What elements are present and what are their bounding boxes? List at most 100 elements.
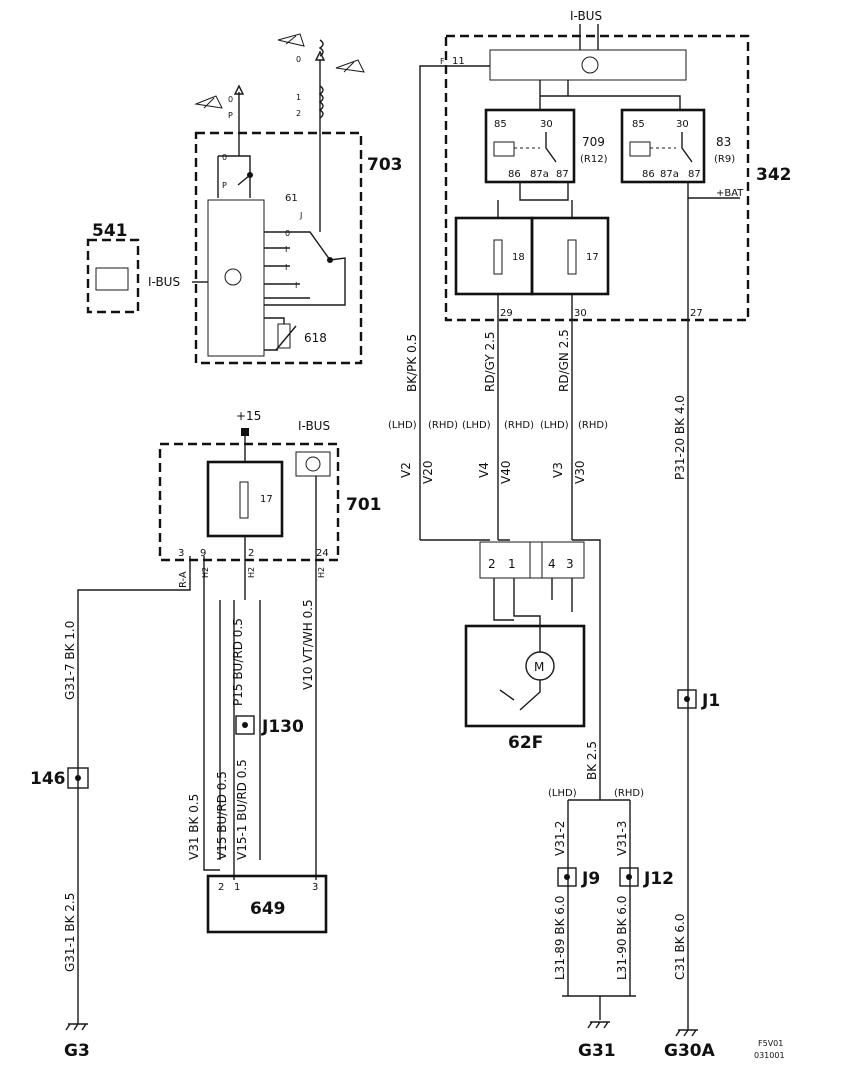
wire-p31-20-label: P31-20 BK 4.0 bbox=[673, 395, 687, 480]
wire-v20-label: V20 bbox=[421, 461, 435, 484]
ibus-top-wires bbox=[579, 24, 599, 50]
wire-v31-2-label: V31-2 bbox=[553, 821, 567, 856]
relay-83-coil bbox=[629, 141, 651, 157]
rhd-label-2: (RHD) bbox=[504, 420, 534, 431]
j12-label: J12 bbox=[643, 869, 674, 889]
g31-branch: (LHD) (RHD) V31-2 V31-3 J9 J12 L31-89 BK… bbox=[548, 788, 716, 1061]
relay-709-pin-85: 85 bbox=[494, 119, 507, 130]
ibus-701-label: I-BUS bbox=[298, 419, 330, 433]
j1-box bbox=[677, 689, 697, 709]
fuse-17-box bbox=[530, 216, 610, 296]
unit-649-box bbox=[206, 874, 328, 934]
g3-ground-icon bbox=[65, 1023, 88, 1031]
wiper-pos-2-label: 2 bbox=[296, 109, 301, 118]
relay-83 bbox=[620, 108, 706, 184]
relay-83-pin-87a: 87a bbox=[660, 169, 679, 180]
front-wiper-icon bbox=[277, 33, 305, 47]
fuse-18-label: 18 bbox=[512, 252, 525, 263]
coil-symbol bbox=[318, 39, 324, 119]
ibus-541-label: I-BUS bbox=[148, 275, 180, 289]
j9-dot bbox=[564, 874, 570, 880]
arrow-up-icon bbox=[233, 84, 245, 95]
component-701-boundary bbox=[158, 442, 340, 562]
relay-83-contact bbox=[681, 132, 693, 163]
lhd-label-2: (LHD) bbox=[462, 420, 491, 431]
pin-f11-prefix: F bbox=[440, 57, 445, 66]
wire-bk-pk bbox=[419, 65, 490, 540]
relay-709-sublabel: (R12) bbox=[580, 154, 608, 165]
switch-61-pivot bbox=[327, 257, 333, 263]
wire-rd-gn-label: RD/GN 2.5 bbox=[557, 329, 571, 392]
relay-709-coil bbox=[493, 141, 515, 157]
motor-62f-box bbox=[464, 624, 586, 728]
control-module bbox=[489, 49, 687, 81]
wire-v15-1-label: V15-1 BU/RD 0.5 bbox=[235, 759, 249, 860]
motor-62f: 2 1 4 3 M 62F BK 2.5 bbox=[420, 539, 601, 800]
relay-83-pin-87: 87 bbox=[688, 169, 701, 180]
pin-h24: 24 bbox=[316, 548, 329, 559]
j1-label: J1 bbox=[701, 691, 720, 711]
wiper-pos-0-label: 0 bbox=[228, 95, 233, 104]
pin-649-1: 1 bbox=[234, 882, 240, 893]
pin-649-3: 3 bbox=[312, 882, 318, 893]
rhd-label-1: (RHD) bbox=[428, 420, 458, 431]
relay-83-pin-85: 85 bbox=[632, 119, 645, 130]
fuse-17-701-icon bbox=[239, 481, 249, 519]
wire-l31-89-label: L31-89 BK 6.0 bbox=[553, 896, 567, 980]
rhd-label-3: (RHD) bbox=[578, 420, 608, 431]
relay-83-pin-86: 86 bbox=[642, 169, 655, 180]
fuse-18-icon bbox=[493, 239, 503, 275]
fuse-wiring bbox=[497, 200, 573, 330]
pin-649-2: 2 bbox=[218, 882, 224, 893]
g30a-ground-icon bbox=[675, 1029, 698, 1037]
pos-0b-label: 0 bbox=[285, 229, 290, 238]
fuse-17-icon bbox=[567, 239, 577, 275]
relay-709-pin-30: 30 bbox=[540, 119, 553, 130]
component-618-label: 618 bbox=[304, 331, 327, 345]
wire-v10-label: V10 VT/WH 0.5 bbox=[301, 599, 315, 690]
wire-g31-1-label: G31-1 BK 2.5 bbox=[63, 893, 77, 972]
pin-f11: 11 bbox=[452, 56, 465, 67]
splice-146-dot bbox=[75, 775, 81, 781]
j130-dot bbox=[242, 722, 248, 728]
conn-pin-4: 4 bbox=[548, 557, 556, 571]
fuse-17-701-label: 17 bbox=[260, 494, 273, 505]
pin-h3: 3 bbox=[178, 548, 184, 559]
wiper-pos-0c-label: 0 bbox=[296, 55, 301, 64]
relay-709-pin-86: 86 bbox=[508, 169, 521, 180]
unit-649: P15 BU/RD 0.5 V10 VT/WH 0.5 J130 V31 BK … bbox=[187, 599, 328, 934]
relay-83-pin-30: 30 bbox=[676, 119, 689, 130]
pin-h2-prefix-a: H2 bbox=[201, 567, 210, 578]
motor-wiring bbox=[493, 578, 573, 711]
j9-box bbox=[557, 867, 577, 887]
wire-v40-label: V40 bbox=[499, 461, 513, 484]
relay-internal-wiring bbox=[519, 80, 740, 201]
wire-v30-label: V30 bbox=[573, 461, 587, 484]
conn-pin-2: 2 bbox=[488, 557, 496, 571]
wiper-pos-1-label: 1 bbox=[296, 93, 301, 102]
connector-dividers bbox=[529, 542, 543, 578]
gauge-icon bbox=[95, 267, 129, 291]
pos-i-label: I bbox=[285, 245, 287, 254]
component-342-boundary bbox=[444, 34, 750, 322]
relay-709-contact bbox=[545, 132, 557, 163]
j12-box bbox=[619, 867, 639, 887]
doc-code-1: F5V01 bbox=[758, 1039, 783, 1048]
plus15-terminal bbox=[241, 428, 249, 436]
left-ground-wires: G31-7 BK 1.0 146 G31-1 BK 2.5 G3 bbox=[30, 621, 90, 1061]
relay-709-pin-87a: 87a bbox=[530, 169, 549, 180]
module-701: 701 17 +15 I-BUS 3 9 2 24 R-A H2 H2 H2 bbox=[77, 409, 382, 1024]
module-701-wiring bbox=[77, 436, 317, 1024]
module-logic-icon-3 bbox=[305, 456, 321, 472]
wire-v3-label: V3 bbox=[551, 462, 565, 478]
motor-feed-wires bbox=[420, 539, 601, 800]
relay-709-pin-87: 87 bbox=[556, 169, 569, 180]
wire-bk-pk-label: BK/PK 0.5 bbox=[405, 334, 419, 392]
rhd-label-4: (RHD) bbox=[614, 788, 644, 799]
g30a-label: G30A bbox=[664, 1041, 716, 1061]
wiper-pos-p-label: P bbox=[228, 111, 233, 120]
j12-dot bbox=[626, 874, 632, 880]
wire-v4-label: V4 bbox=[477, 462, 491, 478]
fuse-17-label: 17 bbox=[586, 252, 599, 263]
splice-146-label: 146 bbox=[30, 769, 66, 789]
